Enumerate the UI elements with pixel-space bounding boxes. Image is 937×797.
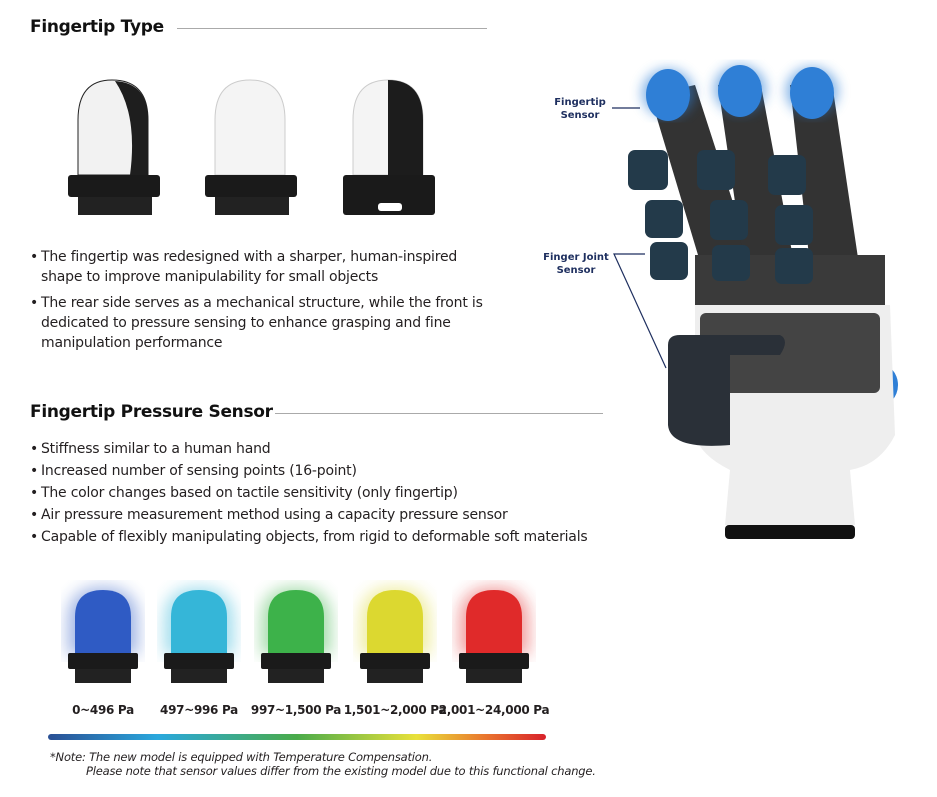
- section-title-fingertip-type: Fingertip Type: [30, 17, 164, 37]
- fingertip-front-black-image: [68, 79, 160, 215]
- fingertip-color-5: [459, 587, 529, 683]
- fingertip-type-bullets: The fingertip was redesigned with a shar…: [30, 247, 490, 353]
- note-line-2: Please note that sensor values differ fr…: [86, 764, 596, 778]
- fingertip-color-4: [360, 587, 430, 683]
- bullet: Air pressure measurement method using a …: [30, 504, 630, 526]
- pressure-range-label: 497~996 Pa: [160, 703, 238, 717]
- bullet: Increased number of sensing points (16-p…: [30, 460, 630, 482]
- pressure-range-label: 0~496 Pa: [72, 703, 134, 717]
- fingertip-sensor-label: Fingertip Sensor: [554, 97, 606, 121]
- pressure-gradient-bar: [48, 734, 546, 740]
- finger-joint-sensor-label: Finger Joint Sensor: [543, 252, 609, 276]
- fingertip-color-3: [261, 587, 331, 683]
- pressure-range-label: 1,501~2,000 Pa: [343, 703, 447, 717]
- bullet: The fingertip was redesigned with a shar…: [30, 247, 490, 287]
- bullet: The color changes based on tactile sensi…: [30, 482, 630, 504]
- fingertip-side-white-image: [205, 79, 297, 215]
- pressure-sensor-bullets: Stiffness similar to a human hand Increa…: [30, 438, 630, 548]
- fingertip-cutaway-image: [343, 79, 435, 215]
- note-line-1: *Note: The new model is equipped with Te…: [50, 750, 433, 764]
- fingertip-color-2: [164, 587, 234, 683]
- bullet: The rear side serves as a mechanical str…: [30, 293, 490, 353]
- pressure-range-label: 997~1,500 Pa: [250, 703, 342, 717]
- divider: [275, 413, 603, 414]
- divider: [177, 28, 487, 29]
- robot-hand-image: [628, 65, 898, 539]
- section-title-pressure-sensor: Fingertip Pressure Sensor: [30, 402, 273, 422]
- fingertip-color-1: [68, 587, 138, 683]
- bullet: Stiffness similar to a human hand: [30, 438, 630, 460]
- bullet: Capable of flexibly manipulating objects…: [30, 526, 630, 548]
- fingertip-type-images: [68, 79, 435, 215]
- pressure-range-label: 2,001~24,000 Pa: [438, 703, 550, 717]
- note: *Note: The new model is equipped with Te…: [50, 750, 596, 778]
